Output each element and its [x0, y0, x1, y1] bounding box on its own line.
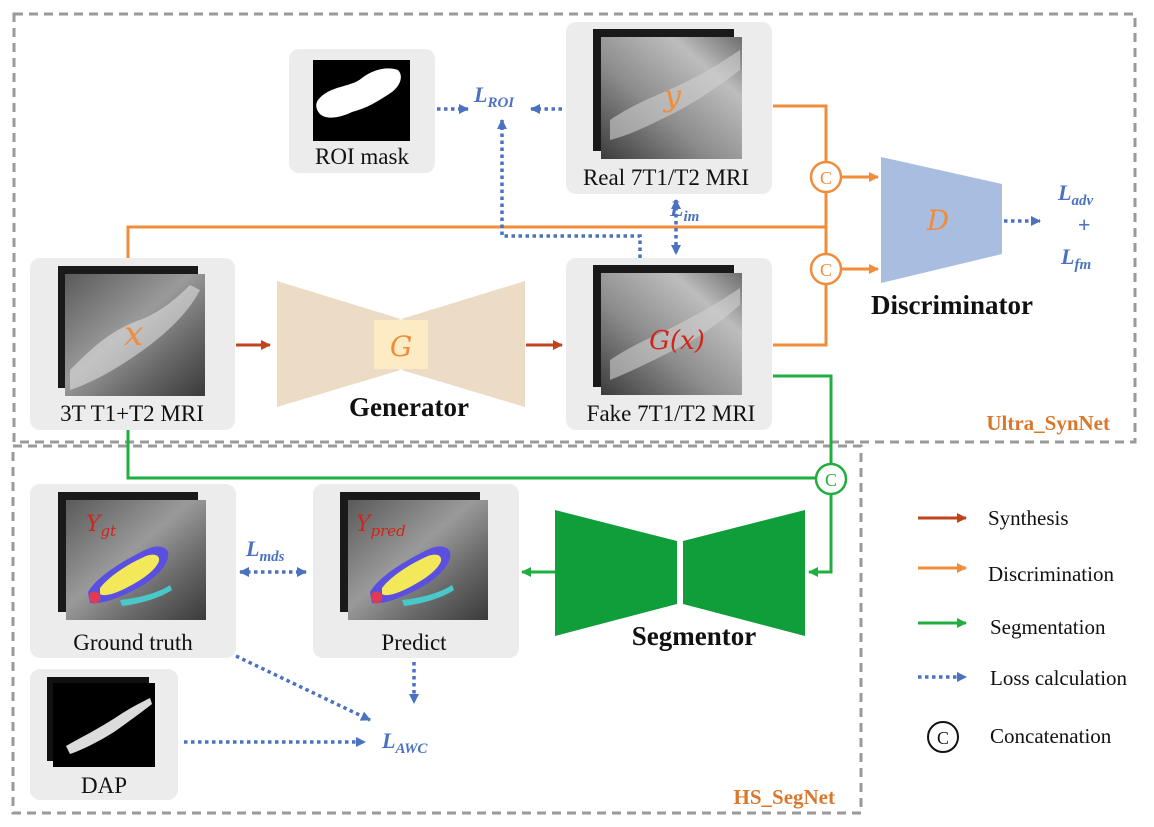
legend: Synthesis Discrimination Segmentation Lo… [918, 506, 1128, 753]
ground-truth-seg-red [90, 591, 101, 604]
discriminator-shape [881, 157, 1002, 283]
ground-truth-seg-inner [100, 554, 160, 596]
concat-node-upper: C [809, 160, 843, 194]
segmentor-shape [555, 510, 805, 636]
legend-concat-symbol: C [937, 728, 949, 748]
loss-im-label: Lim [669, 196, 699, 225]
real-mri-detail [610, 50, 740, 140]
arrow-fake-to-concat [773, 285, 828, 347]
roi-mask-label: ROI mask [315, 144, 409, 169]
ultra-synnet-frame [12, 12, 1137, 444]
svg-text:C: C [820, 260, 832, 280]
predict-seg-inner [382, 554, 442, 596]
fake-mri-symbol: G(x) [649, 326, 705, 356]
predict-seg-cyan [402, 585, 454, 606]
loss-mds-label: Lmds [245, 536, 285, 565]
ground-truth-symbol: Ygt [86, 512, 117, 540]
segmentor-label: Segmentor [632, 621, 756, 651]
input-mri-label: 3T T1+T2 MRI [60, 401, 204, 426]
svg-text:C: C [820, 168, 832, 188]
input-mri-detail [70, 285, 200, 390]
predict-label: Predict [381, 630, 447, 655]
hs-segnet-label: HS_SegNet [734, 785, 836, 809]
loss-roi-label: LROI [473, 82, 515, 111]
real-mri-symbol: y [662, 79, 682, 114]
generator-core [374, 320, 428, 369]
legend-loss-label: Loss calculation [990, 666, 1128, 690]
loss-arrow-fake-roi [497, 119, 642, 258]
ground-truth-label: Ground truth [73, 630, 193, 655]
ultra-synnet-label: Ultra_SynNet [986, 411, 1110, 435]
hs-segnet-frame [11, 444, 863, 815]
dap-shape [66, 698, 152, 754]
legend-concat-label: Concatenation [990, 724, 1112, 748]
generator-label: Generator [349, 392, 469, 422]
arrow-input-to-seg-concat [126, 430, 815, 480]
legend-synthesis-label: Synthesis [988, 506, 1069, 530]
ground-truth-seg-cyan [120, 585, 172, 606]
input-mri-symbol: x [124, 314, 143, 354]
fake-mri-detail [610, 288, 740, 380]
roi-mask-shape [316, 68, 401, 118]
loss-plus-label: + [1078, 212, 1091, 237]
loss-adv-label: Ladv [1057, 180, 1093, 209]
legend-concat-swatch [927, 721, 959, 753]
arrow-input-to-concat [126, 225, 826, 258]
loss-fm-label: Lfm [1060, 244, 1091, 273]
discriminator-symbol: D [926, 204, 949, 237]
concat-node-seg: C [814, 462, 848, 496]
fake-mri-label: Fake 7T1/T2 MRI [587, 401, 756, 426]
arrow-seg-concat-to-segmentor [808, 495, 833, 577]
loss-awc-label: LAWC [381, 728, 428, 757]
dap-label: DAP [81, 773, 127, 798]
loss-arrow-gt-awc [235, 654, 371, 722]
svg-text:C: C [825, 470, 837, 490]
generator-shape [277, 281, 525, 407]
concat-node-lower: C [809, 252, 843, 286]
legend-segmentation-label: Segmentation [990, 615, 1106, 639]
discriminator-label: Discriminator [871, 290, 1033, 320]
legend-discrimination-label: Discrimination [988, 562, 1114, 586]
arrow-real-to-concat [773, 104, 828, 162]
real-mri-label: Real 7T1/T2 MRI [583, 165, 749, 190]
arrow-fake-to-seg-concat [773, 374, 833, 463]
predict-symbol: Ypred [356, 512, 406, 540]
generator-symbol: G [390, 330, 412, 363]
predict-seg-red [372, 591, 383, 604]
